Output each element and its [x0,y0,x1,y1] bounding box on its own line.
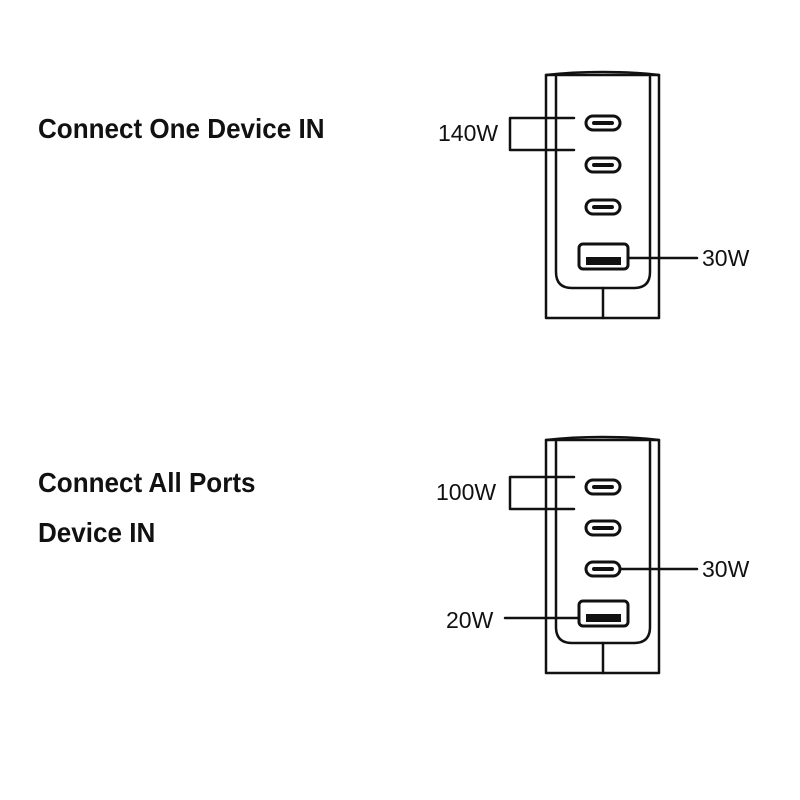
charger-1 [508,70,699,320]
section-2-heading-line-1: Connect All Ports [38,467,256,498]
charger-1-top-edge [544,70,661,77]
label-30w-c3: 30W [702,556,750,582]
label-140w: 140W [438,120,498,146]
label-100w: 100W [436,479,496,505]
usb-c-port-icon [584,478,622,496]
charger-2-inner-panel [554,440,652,645]
section-1-heading: Connect One Device IN [38,113,325,144]
charger-2-body [544,438,661,675]
usb-c-port-icon [584,156,622,174]
charger-1-body [544,73,661,320]
section-2-heading-line-2: Device IN [38,517,156,548]
charger-2-top-edge [544,435,661,442]
usb-a-port-icon [577,242,630,271]
usb-c-port-icon [584,198,622,216]
label-20w: 20W [446,607,494,633]
charger-1-inner-panel [554,75,652,290]
usb-c-port-icon [584,560,622,578]
bracket-140w [508,116,576,152]
bracket-100w [508,475,576,511]
charger-2 [503,435,699,675]
label-30w-usb-a: 30W [702,245,750,271]
usb-a-port-icon [577,599,630,628]
usb-c-port-icon [584,519,622,537]
usb-c-port-icon [584,114,622,132]
